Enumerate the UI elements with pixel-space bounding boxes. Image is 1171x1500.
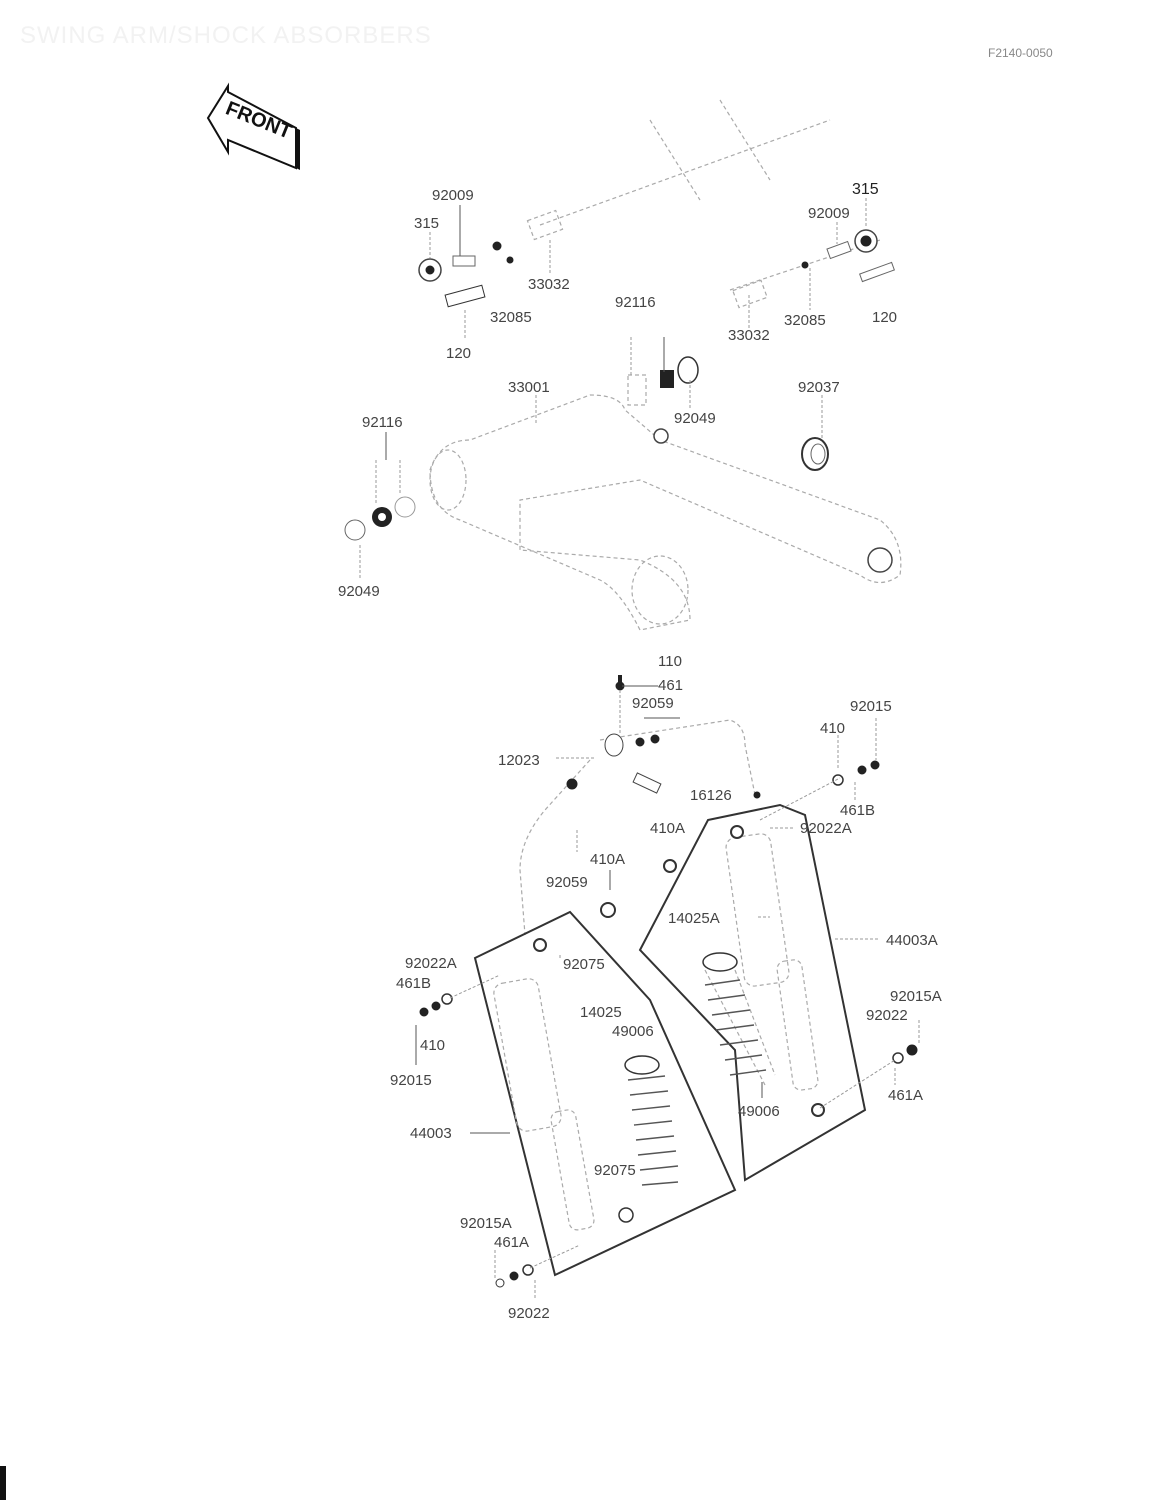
label-44003: 44003 bbox=[410, 1125, 452, 1142]
label-92049-top: 92049 bbox=[674, 410, 716, 427]
shock-absorber-left bbox=[419, 910, 737, 1288]
spring-49006-right bbox=[702, 952, 776, 1086]
label-410-left: 410 bbox=[420, 1037, 445, 1054]
bearing-92037 bbox=[801, 437, 829, 471]
label-461B-right: 461B bbox=[840, 802, 875, 819]
bearing-92116-left bbox=[344, 496, 416, 541]
label-92015-left: 92015 bbox=[390, 1072, 432, 1089]
label-49006-right: 49006 bbox=[738, 1103, 780, 1120]
label-16126: 16126 bbox=[690, 787, 732, 804]
bushing-92009-right bbox=[826, 240, 852, 260]
label-120-right: 120 bbox=[872, 309, 897, 326]
label-92009-left: 92009 bbox=[432, 187, 474, 204]
label-44003A: 44003A bbox=[886, 932, 938, 949]
label-110: 110 bbox=[658, 653, 682, 670]
diagram-code: F2140-0050 bbox=[988, 46, 1053, 60]
bolt-120-right bbox=[859, 261, 895, 283]
label-14025: 14025 bbox=[580, 1004, 622, 1021]
upper-linkage bbox=[418, 99, 895, 309]
label-461A-left: 461A bbox=[494, 1234, 529, 1251]
label-33032-right: 33032 bbox=[728, 327, 770, 344]
diagram-title: SWING ARM/SHOCK ABSORBERS bbox=[20, 22, 432, 49]
label-315-left: 315 bbox=[414, 215, 439, 232]
bolt-120-left bbox=[444, 284, 486, 308]
hydraulic-hoses bbox=[519, 675, 761, 936]
label-92022A-right: 92022A bbox=[800, 820, 852, 837]
label-120-left: 120 bbox=[446, 345, 471, 362]
shock-absorber-right bbox=[638, 760, 918, 1182]
label-92009-right: 92009 bbox=[808, 205, 850, 222]
label-461A-right: 461A bbox=[888, 1087, 923, 1104]
label-410A-lower: 410A bbox=[590, 851, 625, 868]
label-315-right: 315 bbox=[852, 181, 879, 198]
label-12023: 12023 bbox=[498, 752, 540, 769]
label-92015A-right: 92015A bbox=[890, 988, 942, 1005]
label-92059-top: 92059 bbox=[632, 695, 674, 712]
label-92116-left: 92116 bbox=[362, 414, 403, 431]
bushing-92009-left bbox=[452, 255, 476, 267]
label-33001: 33001 bbox=[508, 379, 550, 396]
label-92022A-left: 92022A bbox=[405, 955, 457, 972]
label-14025A: 14025A bbox=[668, 910, 720, 927]
front-arrow-icon: FRONT bbox=[206, 82, 300, 170]
label-92049-left: 92049 bbox=[338, 583, 380, 600]
label-92075-upper: 92075 bbox=[563, 956, 605, 973]
label-92015-right: 92015 bbox=[850, 698, 892, 715]
label-92022-right: 92022 bbox=[866, 1007, 908, 1024]
label-49006-left: 49006 bbox=[612, 1023, 654, 1040]
label-92022-left: 92022 bbox=[508, 1305, 550, 1322]
leader-lines bbox=[359, 198, 920, 1300]
label-92015A-left: 92015A bbox=[460, 1215, 512, 1232]
label-410-right: 410 bbox=[820, 720, 845, 737]
spring-49006-left bbox=[624, 1055, 679, 1186]
label-92059-lower: 92059 bbox=[546, 874, 588, 891]
label-32085-left: 32085 bbox=[490, 309, 532, 326]
label-32085-right: 32085 bbox=[784, 312, 826, 329]
label-461: 461 bbox=[658, 677, 683, 694]
bearing-92116-top bbox=[660, 356, 699, 388]
label-92075-lower: 92075 bbox=[594, 1162, 636, 1179]
swing-arm bbox=[344, 356, 902, 631]
label-92116-top: 92116 bbox=[615, 294, 656, 311]
label-33032-left: 33032 bbox=[528, 276, 570, 293]
label-410A-upper: 410A bbox=[650, 820, 685, 837]
page-edge-mark bbox=[0, 1466, 6, 1500]
label-461B-left: 461B bbox=[396, 975, 431, 992]
label-92037: 92037 bbox=[798, 379, 840, 396]
